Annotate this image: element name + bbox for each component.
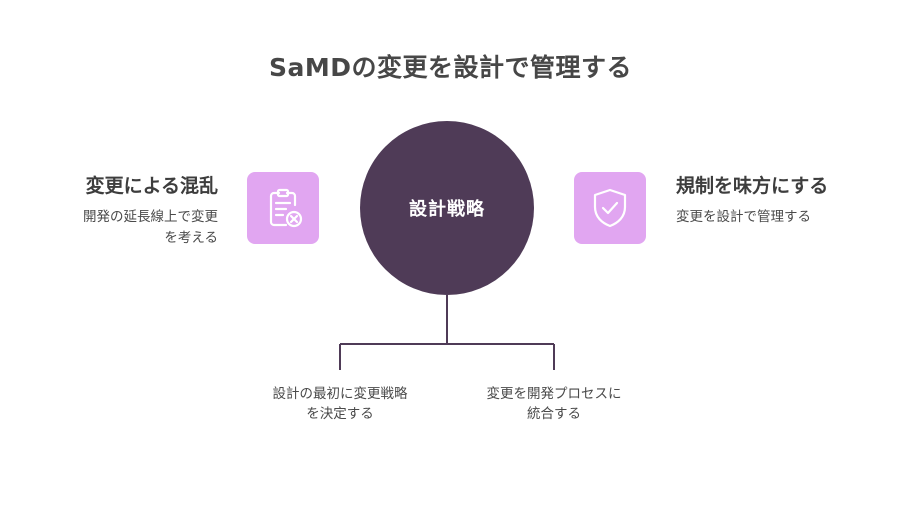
clipboard-x-icon [269, 188, 303, 228]
left-description-line: 開発の延長線上で変更 [83, 209, 218, 225]
branch-label-line: を決定する [306, 406, 374, 422]
branch-label-left: 設計の最初に変更戦略 を決定する [240, 384, 440, 424]
right-description: 変更を設計で管理する [676, 207, 811, 228]
right-heading: 規制を味方にする [676, 175, 829, 197]
right-icon-box [574, 172, 646, 244]
left-description: 開発の延長線上で変更 を考える [48, 207, 218, 249]
right-description-line: 変更を設計で管理する [676, 209, 811, 225]
shield-check-icon [593, 188, 627, 228]
left-heading: 変更による混乱 [85, 175, 218, 197]
page-title: SaMDの変更を設計で管理する [268, 53, 632, 82]
center-circle: 設計戦略 [360, 121, 534, 295]
branch-label-line: 統合する [527, 406, 581, 422]
branch-label-line: 設計の最初に変更戦略 [272, 386, 408, 402]
branch-label-right: 変更を開発プロセスに 統合する [454, 384, 654, 424]
branch-label-line: 変更を開発プロセスに [486, 386, 622, 402]
left-icon-box [247, 172, 319, 244]
center-label: 設計戦略 [409, 199, 485, 220]
left-description-line: を考える [164, 230, 218, 246]
